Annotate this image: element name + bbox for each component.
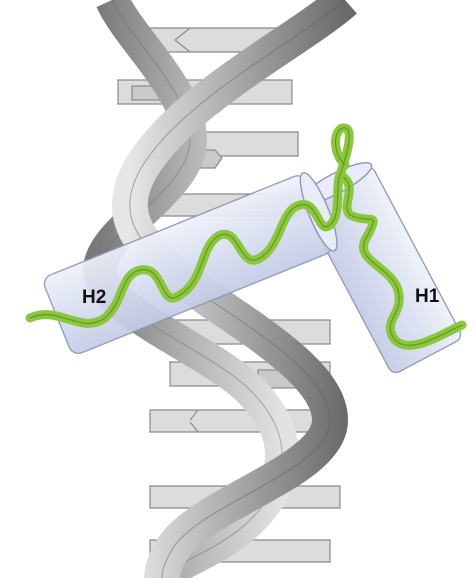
- helix-h2-label: H2: [82, 287, 106, 308]
- base-pair: [150, 410, 325, 432]
- helix-h1-label: H1: [415, 286, 440, 307]
